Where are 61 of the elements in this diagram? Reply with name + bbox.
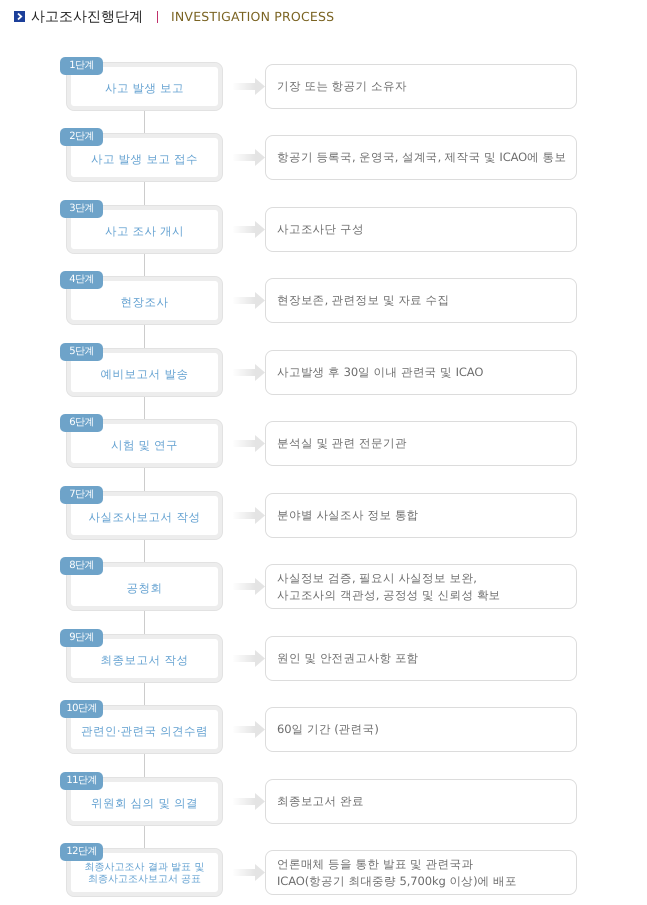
description-box bbox=[265, 779, 577, 824]
step-tag: 11단계 bbox=[60, 772, 103, 790]
connector-line bbox=[144, 324, 145, 350]
description-box bbox=[265, 278, 577, 323]
subtitle: INVESTIGATION PROCESS bbox=[171, 8, 334, 26]
connector-line bbox=[144, 180, 145, 206]
description-box bbox=[265, 564, 577, 609]
description-text: 현장보존, 관련정보 및 자료 수집 bbox=[277, 292, 450, 309]
page-title: 사고조사진행단계 bbox=[31, 8, 143, 26]
step-tag: 3단계 bbox=[60, 200, 103, 218]
step-title: 사실조사보고서 작성 bbox=[88, 508, 202, 524]
step-title: 관련인·관련국 의견수렴 bbox=[80, 722, 210, 738]
step-title: 사고 발생 보고 접수 bbox=[90, 150, 199, 166]
description-text: 사실정보 검증, 필요시 사실정보 보완, 사고조사의 객관성, 공정성 및 신뢰성 확보 bbox=[277, 570, 502, 603]
description-text: 기장 또는 항공기 소유자 bbox=[277, 78, 407, 95]
description-box bbox=[265, 64, 577, 109]
step-title: 사고 발생 보고 bbox=[104, 80, 186, 96]
step-tag: 1단계 bbox=[60, 57, 103, 75]
description-text: 항공기 등록국, 운영국, 설계국, 제작국 및 ICAO에 통보 bbox=[277, 149, 566, 166]
step-title: 위원회 심의 및 의결 bbox=[90, 794, 199, 810]
connector-line bbox=[144, 466, 145, 492]
step-tag: 5단계 bbox=[60, 343, 103, 361]
step-tag: 8단계 bbox=[60, 557, 103, 575]
description-box bbox=[265, 350, 577, 395]
connector-line bbox=[144, 538, 145, 564]
step-tag: 7단계 bbox=[60, 486, 103, 504]
step-tag: 6단계 bbox=[60, 414, 103, 432]
description-text: 최종보고서 완료 bbox=[277, 793, 364, 810]
connector-line bbox=[144, 110, 145, 134]
step-tag: 2단계 bbox=[60, 128, 103, 146]
step-tag: 9단계 bbox=[60, 629, 103, 647]
step-tag: 12단계 bbox=[60, 843, 103, 861]
step-title: 예비보고서 발송 bbox=[100, 366, 190, 382]
connector-line bbox=[144, 396, 145, 420]
connector-line bbox=[144, 610, 145, 636]
description-box bbox=[265, 135, 577, 180]
description-text: 원인 및 안전권고사항 포함 bbox=[277, 650, 419, 667]
description-box bbox=[265, 850, 577, 895]
step-title: 공청회 bbox=[126, 580, 164, 596]
step-title: 사고 조사 개시 bbox=[104, 222, 186, 238]
description-box bbox=[265, 636, 577, 681]
step-title: 최종사고조사 결과 발표 및 최종사고조사보고서 공표 bbox=[84, 860, 206, 886]
description-text: 분야별 사실조사 정보 통합 bbox=[277, 507, 419, 524]
step-title: 시험 및 연구 bbox=[110, 436, 180, 452]
step-tag: 10단계 bbox=[60, 700, 103, 718]
connector-line bbox=[144, 752, 145, 778]
description-text: 분석실 및 관련 전문기관 bbox=[277, 435, 407, 452]
description-text: 언론매체 등을 통한 발표 및 관련국과 ICAO(항공기 최대중량 5,700kg 이상)에 배포 bbox=[277, 856, 518, 889]
step-title: 현장조사 bbox=[120, 294, 170, 310]
description-box bbox=[265, 207, 577, 252]
connector-line bbox=[144, 824, 145, 850]
description-box bbox=[265, 421, 577, 466]
step-tag: 4단계 bbox=[60, 271, 103, 289]
description-text: 60일 기간 (관련국) bbox=[277, 721, 379, 738]
description-box bbox=[265, 707, 577, 752]
description-text: 사고발생 후 30일 이내 관련국 및 ICAO bbox=[277, 364, 484, 381]
description-text: 사고조사단 구성 bbox=[277, 221, 364, 238]
description-box bbox=[265, 493, 577, 538]
connector-line bbox=[144, 682, 145, 706]
step-title: 최종보고서 작성 bbox=[100, 652, 190, 668]
connector-line bbox=[144, 252, 145, 278]
